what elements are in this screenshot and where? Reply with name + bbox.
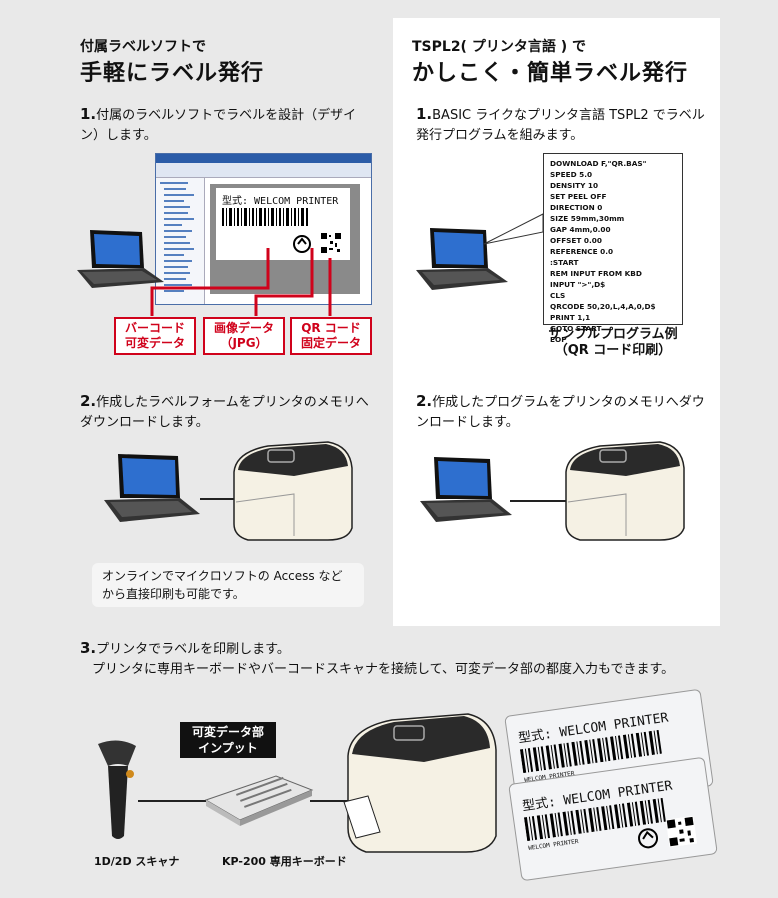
variable-input-badge-text: 可変データ部 インプット bbox=[191, 725, 264, 755]
canvas-area: 型式: WELCOM PRINTER bbox=[210, 184, 360, 294]
code-caption-line1: サンプルプログラム例 bbox=[548, 327, 678, 342]
bottom-step3-title: プリンタでラベルを印刷します。 bbox=[96, 642, 290, 657]
label-printer-icon bbox=[233, 441, 353, 541]
code-line: INPUT ">",D$ bbox=[550, 280, 606, 289]
right-step1-text: BASIC ライクなプリンタ言語 TSPL2 でラベル発行プログラムを組みます。 bbox=[416, 108, 705, 143]
code-line: PRINT 1,1 bbox=[550, 313, 591, 322]
code-pointer bbox=[483, 213, 544, 245]
qr-code-icon bbox=[320, 232, 342, 254]
code-line: :START bbox=[550, 258, 579, 267]
cable-line-4 bbox=[310, 800, 350, 802]
callout-qr-fixed: QR コード 固定データ bbox=[290, 317, 372, 355]
keyboard-caption: KP-200 専用キーボード bbox=[222, 855, 347, 868]
printed-recycle-mark-icon bbox=[638, 828, 659, 849]
left-subtitle: 付属ラベルソフトで bbox=[80, 39, 206, 55]
callout-qr-text: QR コード 固定データ bbox=[300, 321, 361, 350]
object-tree-panel bbox=[156, 178, 205, 304]
code-line: GOTO START bbox=[550, 324, 602, 333]
code-line: DIRECTION 0 bbox=[550, 203, 603, 212]
printed-barcode-icon-2 bbox=[523, 797, 666, 842]
printed-label-front-small: WELCOM PRINTER bbox=[527, 838, 579, 853]
left-step2-text: 作成したラベルフォームをプリンタのメモリへダウンロードします。 bbox=[80, 395, 369, 430]
callout-image-data: 画像データ （JPG） bbox=[203, 317, 285, 355]
right-step2: 2.作成したプログラムをプリンタのメモリへダウンロードします。 bbox=[416, 391, 706, 433]
code-line: EOP bbox=[550, 335, 567, 344]
bottom-step3-number: 3. bbox=[80, 639, 97, 657]
printed-label-front: 型式: WELCOM PRINTER WELCOM PRINTER bbox=[508, 756, 718, 882]
laptop-icon-4 bbox=[420, 457, 512, 522]
cable-line bbox=[200, 498, 234, 500]
laptop-icon-3 bbox=[416, 228, 508, 290]
code-line: OFFSET 0.00 bbox=[550, 236, 602, 245]
code-line: SPEED 5.0 bbox=[550, 170, 593, 179]
laptop-icon-2 bbox=[104, 454, 200, 522]
code-line: GAP 4mm,0.00 bbox=[550, 225, 611, 234]
label-design-preview: 型式: WELCOM PRINTER bbox=[216, 188, 350, 260]
printed-barcode-icon bbox=[519, 729, 662, 774]
code-line: REFERENCE 0.0 bbox=[550, 247, 614, 256]
code-caption-line2: （QR コード印刷） bbox=[554, 343, 672, 358]
design-model-text: 型式: WELCOM PRINTER bbox=[222, 196, 339, 207]
left-step2: 2.作成したラベルフォームをプリンタのメモリへダウンロードします。 bbox=[80, 391, 370, 433]
callout-barcode-variable: バーコード 可変データ bbox=[114, 317, 196, 355]
right-step1-number: 1. bbox=[416, 105, 433, 123]
kp200-keyboard-icon bbox=[204, 775, 314, 826]
scanner-caption: 1D/2D スキャナ bbox=[94, 855, 180, 868]
barcode-icon bbox=[222, 208, 308, 226]
barcode-scanner-icon bbox=[98, 740, 136, 839]
right-step2-number: 2. bbox=[416, 392, 433, 410]
code-line: DOWNLOAD F,"QR.BAS" bbox=[550, 159, 647, 168]
label-software-screenshot: 型式: WELCOM PRINTER bbox=[155, 153, 372, 305]
window-titlebar bbox=[156, 154, 371, 163]
cable-line-3 bbox=[138, 800, 208, 802]
bottom-step3: 3.プリンタでラベルを印刷します。 プリンタに専用キーボードやバーコードスキャナ… bbox=[80, 638, 760, 680]
right-subtitle: TSPL2( プリンタ言語 ) で bbox=[412, 39, 586, 55]
left-step1: 1.付属のラベルソフトでラベルを設計（デザイン）します。 bbox=[80, 104, 370, 146]
tree-items-icon bbox=[160, 182, 194, 292]
variable-input-badge: 可変データ部 インプット bbox=[180, 722, 276, 758]
code-line: DENSITY 10 bbox=[550, 181, 599, 190]
left-step1-text: 付属のラベルソフトでラベルを設計（デザイン）します。 bbox=[80, 108, 357, 143]
access-print-note-text: オンラインでマイクロソフトの Access などから直接印刷も可能です。 bbox=[102, 569, 343, 601]
left-step2-number: 2. bbox=[80, 392, 97, 410]
recycle-mark-icon bbox=[293, 235, 311, 253]
callout-barcode-text: バーコード 可変データ bbox=[124, 321, 185, 350]
right-step1: 1.BASIC ライクなプリンタ言語 TSPL2 でラベル発行プログラムを組みま… bbox=[416, 104, 706, 146]
window-toolbar bbox=[156, 163, 371, 178]
printed-qr-code-icon bbox=[665, 815, 698, 848]
laptop-icon bbox=[77, 230, 164, 288]
cable-line-2 bbox=[510, 500, 566, 502]
label-printer-icon-2 bbox=[565, 441, 685, 541]
right-step2-text: 作成したプログラムをプリンタのメモリへダウンロードします。 bbox=[416, 395, 705, 430]
left-step1-number: 1. bbox=[80, 105, 97, 123]
tspl2-code-box: DOWNLOAD F,"QR.BAS" SPEED 5.0 DENSITY 10… bbox=[543, 153, 683, 344]
code-line: QRCODE 50,20,L,4,A,0,D$ bbox=[550, 302, 656, 311]
left-title: 手軽にラベル発行 bbox=[80, 61, 265, 86]
bottom-step3-line2: プリンタに専用キーボードやバーコードスキャナを接続して、可変データ部の都度入力も… bbox=[92, 662, 675, 677]
right-title: かしこく・簡単ラベル発行 bbox=[412, 61, 689, 86]
code-line: REM INPUT FROM KBD bbox=[550, 269, 642, 278]
code-line: SET PEEL OFF bbox=[550, 192, 607, 201]
callout-image-text: 画像データ （JPG） bbox=[213, 321, 274, 350]
code-caption: サンプルプログラム例 （QR コード印刷） bbox=[530, 327, 696, 359]
access-print-note: オンラインでマイクロソフトの Access などから直接印刷も可能です。 bbox=[92, 563, 364, 607]
printed-label-back: 型式: WELCOM PRINTER WELCOM PRINTER bbox=[504, 688, 714, 814]
code-line: SIZE 59mm,30mm bbox=[550, 214, 625, 223]
code-line: CLS bbox=[550, 291, 566, 300]
bottom-step3-line1: 3.プリンタでラベルを印刷します。 bbox=[80, 638, 760, 660]
callout-connectors bbox=[150, 248, 332, 316]
label-printer-icon-3 bbox=[343, 713, 497, 853]
